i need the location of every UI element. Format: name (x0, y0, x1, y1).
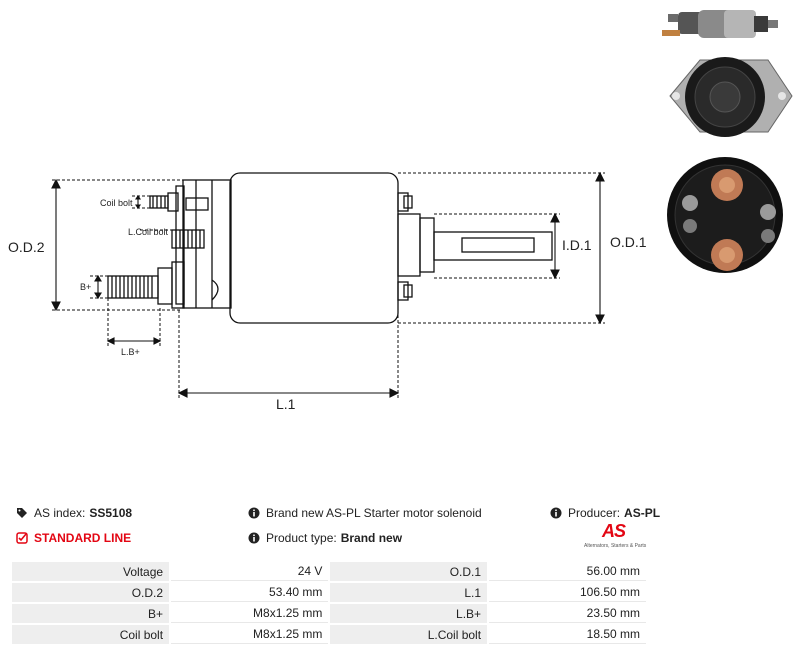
spec-label: L.Coil bolt (330, 625, 488, 644)
info-circle-icon (550, 507, 562, 519)
spec-label: O.D.1 (330, 562, 488, 581)
check-square-icon (16, 532, 28, 544)
table-row: Voltage 24 V O.D.1 56.00 mm (12, 562, 646, 581)
product-type: Product type: Brand new (248, 531, 402, 545)
product-photo-side (662, 10, 778, 38)
spec-value: M8x1.25 mm (171, 604, 329, 623)
table-row: B+ M8x1.25 mm L.B+ 23.50 mm (12, 604, 646, 623)
spec-value: 56.00 mm (489, 562, 646, 581)
id1-label: I.D.1 (562, 237, 592, 253)
product-type-label: Product type: (266, 531, 337, 545)
as-pl-logo: AS Alternators, Starters & Parts (584, 521, 654, 553)
product-info: AS index: SS5108 STANDARD LINE Brand new… (10, 500, 790, 550)
as-index-label: AS index: (34, 506, 86, 520)
spec-label: Voltage (12, 562, 170, 581)
spec-label: Coil bolt (12, 625, 170, 644)
b-plus-label: B+ (80, 282, 91, 292)
product-type-value: Brand new (340, 531, 403, 545)
l1-label: L.1 (276, 396, 296, 412)
spec-label: O.D.2 (12, 583, 170, 602)
solenoid-technical-drawing: O.D.2 O.D.1 I.D.1 L.1 Coil bolt L.Coil b… (8, 10, 793, 412)
logo-tagline: Alternators, Starters & Parts (584, 543, 647, 549)
description-text: Brand new AS-PL Starter motor solenoid (266, 506, 482, 520)
standard-line-label: STANDARD LINE (34, 531, 132, 545)
producer-label: Producer: (568, 506, 621, 520)
table-row: O.D.2 53.40 mm L.1 106.50 mm (12, 583, 646, 602)
spec-label: L.B+ (330, 604, 488, 623)
logo-mark: AS (602, 521, 626, 541)
producer: Producer: AS-PL (550, 506, 660, 520)
spec-label: B+ (12, 604, 170, 623)
od2-label: O.D.2 (8, 239, 45, 255)
info-circle-icon (248, 532, 260, 544)
product-description: Brand new AS-PL Starter motor solenoid (248, 506, 482, 520)
producer-value: AS-PL (624, 506, 661, 520)
spec-value: 18.50 mm (489, 625, 646, 644)
solenoid-body (229, 172, 399, 324)
tags-icon (17, 508, 27, 518)
spec-value: 106.50 mm (489, 583, 646, 602)
as-index: AS index: SS5108 (16, 506, 132, 520)
info-circle-icon (248, 507, 260, 519)
l-coil-bolt-label: L.Coil bolt (128, 227, 169, 237)
table-row: Coil bolt M8x1.25 mm L.Coil bolt 18.50 m… (12, 625, 646, 644)
spec-label: L.1 (330, 583, 488, 602)
spec-value: 24 V (171, 562, 329, 581)
spec-value: 23.50 mm (489, 604, 646, 623)
spec-value: M8x1.25 mm (171, 625, 329, 644)
product-photo-rear (667, 157, 783, 273)
standard-line-badge: STANDARD LINE (16, 531, 131, 545)
od1-label: O.D.1 (610, 234, 647, 250)
as-index-value: SS5108 (89, 506, 133, 520)
product-photo-front (669, 57, 793, 137)
spec-value: 53.40 mm (171, 583, 329, 602)
specs-table: Voltage 24 V O.D.1 56.00 mm O.D.2 53.40 … (10, 560, 648, 646)
lb-plus-label: L.B+ (121, 347, 140, 357)
coil-bolt-label: Coil bolt (100, 198, 133, 208)
